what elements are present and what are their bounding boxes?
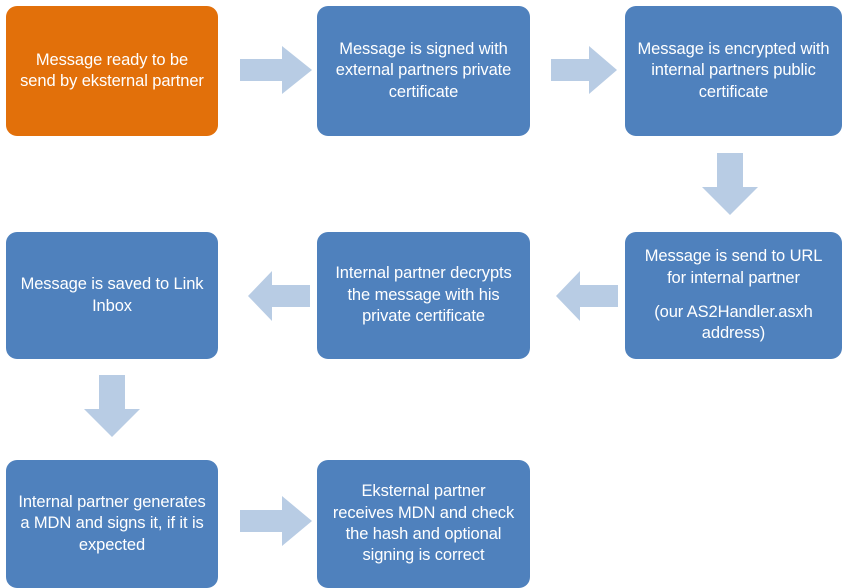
internal-partner-generates-mdn-box[interactable]: Internal partner generates a MDN and sig… xyxy=(6,460,218,588)
message-sent-to-url-box[interactable]: Message is send to URL for internal part… xyxy=(625,232,842,359)
internal-partner-decrypts-box[interactable]: Internal partner decrypts the message wi… xyxy=(317,232,530,359)
node-text: Message ready to be send by eksternal pa… xyxy=(20,50,204,90)
node-text-line-2: (our AS2Handler.asxh address) xyxy=(654,303,813,343)
arrow-down-saved-to-mdn-generated xyxy=(84,375,140,437)
node-text: Internal partner generates a MDN and sig… xyxy=(18,492,206,554)
message-saved-to-link-inbox-box[interactable]: Message is saved to Link Inbox xyxy=(6,232,218,359)
node-text-line-1: Message is send to URL for internal part… xyxy=(644,247,823,287)
arrow-right-ready-to-signed xyxy=(240,46,312,94)
arrow-right-signed-to-encrypted xyxy=(551,46,617,94)
node-text: Message is encrypted with internal partn… xyxy=(637,39,830,101)
message-ready-to-send-box[interactable]: Message ready to be send by eksternal pa… xyxy=(6,6,218,136)
arrow-down-encrypted-to-url xyxy=(702,153,758,215)
eksternal-partner-receives-mdn-box[interactable]: Eksternal partner receives MDN and check… xyxy=(317,460,530,588)
arrow-right-mdn-generated-to-received xyxy=(240,496,312,546)
node-text: Internal partner decrypts the message wi… xyxy=(335,264,512,326)
arrow-left-decrypted-to-saved xyxy=(248,271,310,321)
node-text: Message is saved to Link Inbox xyxy=(20,275,204,315)
node-text: Eksternal partner receives MDN and check… xyxy=(332,482,515,565)
node-text: Message is signed with external partners… xyxy=(335,39,512,101)
message-encrypted-box[interactable]: Message is encrypted with internal partn… xyxy=(625,6,842,136)
arrow-left-url-to-decrypted xyxy=(556,271,618,321)
message-signed-box[interactable]: Message is signed with external partners… xyxy=(317,6,530,136)
